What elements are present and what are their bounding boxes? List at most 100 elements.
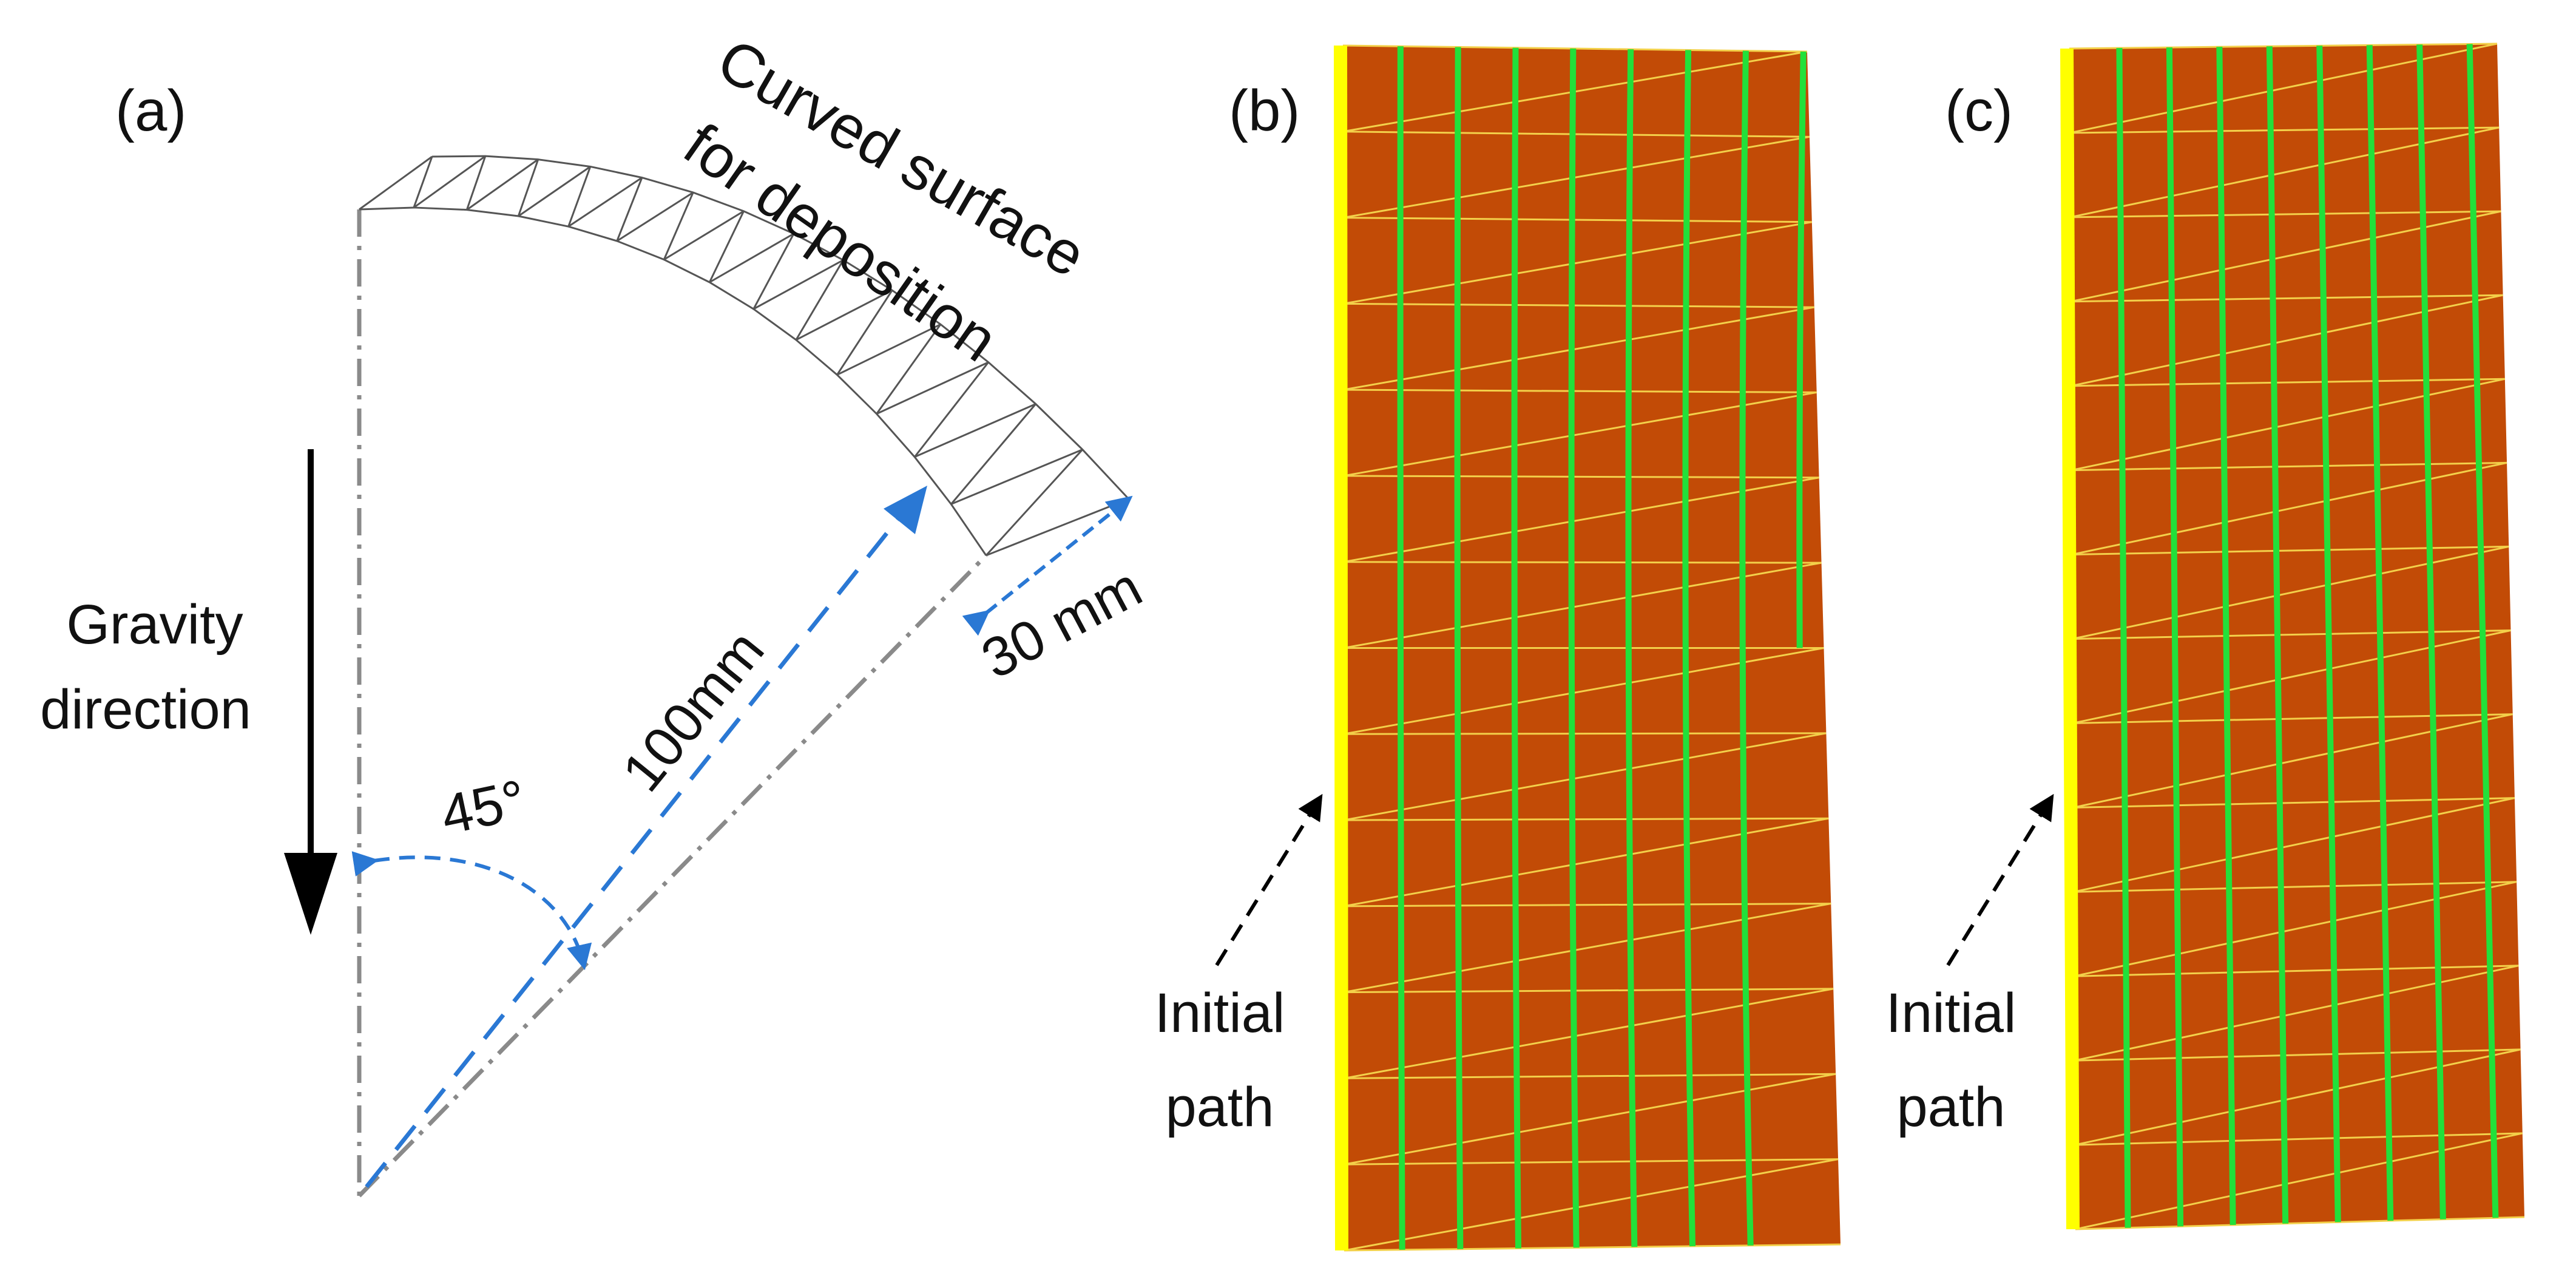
mesh-diagonal [1344,988,1834,1079]
mesh-diagonal [2071,378,2506,472]
strip-diagonal [914,361,989,458]
mesh-line [2072,629,2511,640]
strip-diagonal [413,156,433,208]
strip-rung [796,289,893,341]
tool-path [1454,47,1464,1249]
mesh-line [2075,1216,2525,1230]
strip-rung [518,166,591,217]
gravity-label-line1: Gravity [66,594,243,656]
mesh-line [1344,817,1829,821]
strip-diagonal [517,159,539,217]
mesh-line [2074,1048,2521,1062]
mesh-line [1344,988,1834,994]
initial-path-line [1334,45,1348,1251]
strip-rung [359,155,433,211]
mesh-diagonal [2075,1132,2523,1230]
strip-diagonal [795,259,844,341]
mesh-line [2071,461,2507,472]
panel-a-label: (a) [115,78,186,143]
mesh-diagonal [1344,817,1829,908]
strip-rung [413,155,486,209]
panel-c-initial-path-arrow [1946,793,2054,966]
tool-path [1682,50,1696,1247]
tool-path [1625,49,1638,1247]
mesh-line [1343,388,1817,393]
strip-rung [709,232,794,283]
mesh-line [1344,1158,1839,1165]
mesh-line [1343,302,1814,308]
mesh-diagonal [2071,461,2507,556]
strip-rung [466,158,539,211]
tool-path [1568,48,1580,1248]
strip-rung [753,259,844,310]
tool-path [1397,46,1405,1250]
strip-rung [663,210,745,260]
mesh-line [2071,294,2503,303]
mesh-diagonal [2074,881,2517,977]
tool-path [2316,46,2341,1223]
panel-b-initial-label-line2: path [1165,1076,1274,1138]
mesh-diagonal [2074,965,2519,1062]
strip-diagonal [985,449,1083,557]
mesh-diagonal [1344,903,1831,994]
strip-rung [950,449,1083,505]
mesh-line [2069,126,2500,134]
radius-arrow-head [884,486,927,534]
strip-rung [876,361,989,415]
tool-path [2366,45,2394,1221]
mesh-line [2071,378,2505,387]
mesh-line [2075,1132,2523,1146]
mesh-line [2073,797,2515,809]
mesh-line [2070,210,2501,219]
mesh-line [2074,881,2517,893]
tool-path [2116,48,2131,1228]
strip-diagonal [465,155,487,211]
mesh-line [1344,1243,1841,1252]
initial-path-line [2060,48,2080,1230]
gravity-label-line2: direction [40,679,251,741]
panel-c-toolpaths [2060,44,2499,1230]
strip-rung [914,403,1036,458]
mesh-line [2072,545,2509,556]
mesh-diagonal [2074,1048,2521,1146]
mesh-line [1343,561,1822,564]
angle-arc [351,851,592,971]
panel-a: (a) Gravity direction 100mm 45° 30 mm Cu… [40,25,1152,1198]
mesh-diagonal [2069,42,2498,134]
mesh-line [1344,732,1827,735]
panel-b-initial-label-line1: Initial [1155,982,1285,1044]
strip-rung [836,323,941,376]
mesh-diagonal [1343,306,1815,391]
angle-label: 45° [436,768,531,847]
tool-path [1511,47,1522,1249]
panel-c-mesh [2069,42,2525,1230]
panel-b-label: (b) [1229,78,1300,143]
strip-diagonal [836,290,893,376]
strip-diagonal [663,192,694,260]
tool-path [2416,44,2446,1220]
strip-diagonal [950,403,1036,505]
inclined-axis [357,554,988,1198]
tool-path [2166,47,2184,1227]
mesh-diagonal [2073,797,2515,893]
mesh-diagonal [2070,126,2500,219]
mesh-line [2074,965,2519,977]
strip-diagonal [876,324,942,415]
strip-diagonal [708,211,745,283]
mesh-diagonal [2073,713,2513,809]
mesh-line [2072,713,2513,724]
strip-rung [985,498,1129,557]
panel-c-initial-label-line1: Initial [1886,982,2017,1044]
strip-rung [567,177,643,228]
tool-path [2466,44,2499,1218]
tool-path [1796,51,1807,648]
strip-diagonal [616,177,643,242]
strip-diagonal [567,166,592,227]
mesh-line [1344,1073,1836,1079]
tool-path [1739,50,1754,1246]
panel-c-label: (c) [1945,78,2013,143]
mesh-diagonal [1344,1158,1839,1252]
mesh-diagonal [1343,135,1810,219]
gravity-arrow-head [284,853,337,935]
